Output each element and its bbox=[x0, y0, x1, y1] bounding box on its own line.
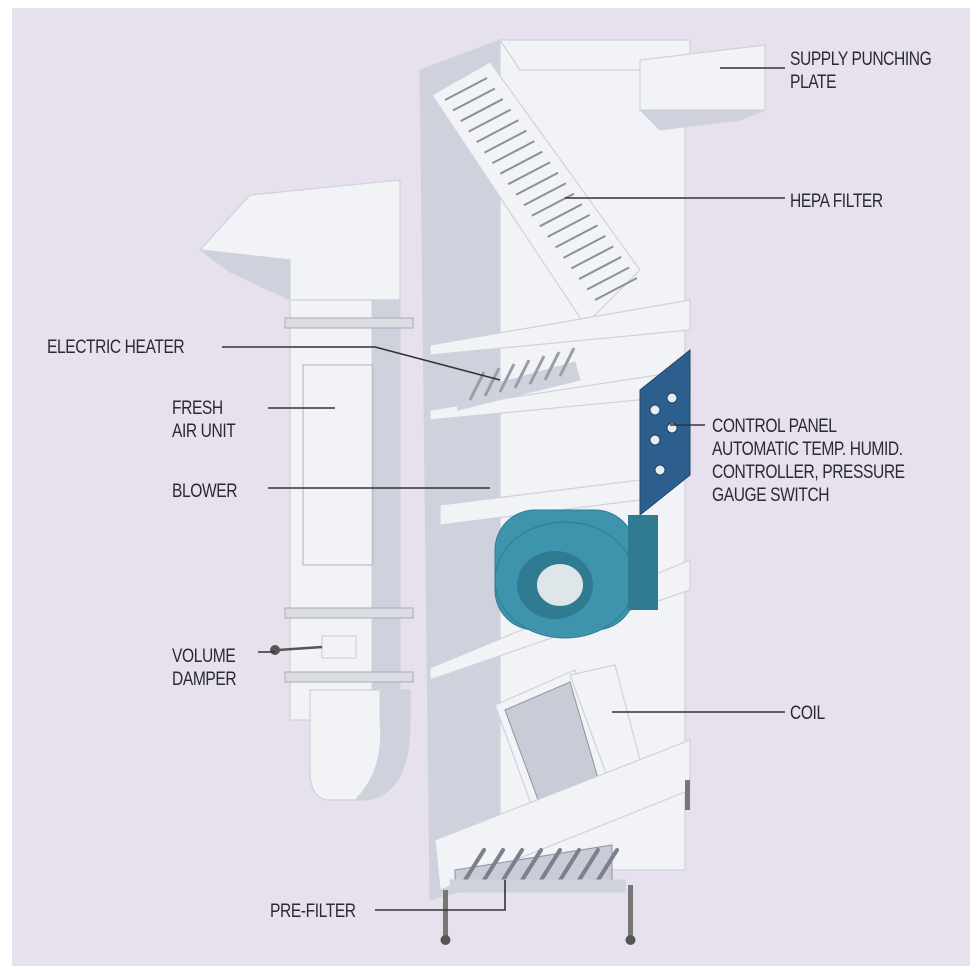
hepa-pleat bbox=[476, 119, 520, 143]
pre-filter-elements bbox=[460, 848, 619, 887]
bottom-base bbox=[449, 879, 626, 893]
hepa-pleat bbox=[562, 235, 606, 259]
leader-pre-filter bbox=[375, 880, 506, 911]
blower-motor bbox=[628, 515, 658, 610]
heater-element bbox=[498, 363, 516, 393]
heater-element bbox=[513, 359, 531, 389]
label-supply-punching-plate-line1: SUPPLY PUNCHING bbox=[790, 49, 932, 70]
pre-filter-element bbox=[555, 848, 581, 887]
pre-filter-element bbox=[517, 848, 543, 887]
leader-electric-heater bbox=[222, 346, 501, 381]
hepa-pleat bbox=[594, 277, 638, 301]
damper-knob bbox=[270, 645, 280, 655]
damper-box bbox=[321, 635, 357, 659]
fresh-air-access-door bbox=[302, 364, 374, 566]
label-volume-damper-line1: VOLUME bbox=[172, 646, 236, 667]
label-control-panel-line1: CONTROL PANEL bbox=[712, 416, 837, 437]
label-fresh-air-unit: FRESH AIR UNIT bbox=[172, 397, 236, 443]
label-fresh-air-unit-line1: FRESH bbox=[172, 398, 223, 419]
leg-front-left bbox=[443, 890, 448, 940]
hepa-pleat bbox=[578, 256, 622, 280]
pre-filter-element bbox=[574, 848, 600, 887]
hepa-pleat bbox=[499, 150, 543, 175]
label-blower: BLOWER bbox=[172, 481, 238, 502]
label-hepa-filter: HEPA FILTER bbox=[790, 191, 883, 212]
heater-element bbox=[483, 367, 501, 397]
leg-front-right bbox=[628, 885, 633, 940]
coil bbox=[494, 664, 641, 816]
pre-filter-element bbox=[593, 848, 619, 887]
pre-filter-element bbox=[460, 848, 486, 887]
label-fresh-air-unit-line2: AIR UNIT bbox=[172, 421, 236, 442]
label-control-panel-line4: GAUGE SWITCH bbox=[712, 485, 830, 506]
hepa-pleat bbox=[515, 171, 559, 196]
control-panel bbox=[639, 348, 691, 517]
label-control-panel-line2: AUTOMATIC TEMP. HUMID. bbox=[712, 439, 903, 460]
heater-element bbox=[528, 355, 546, 385]
label-pre-filter: PRE-FILTER bbox=[270, 901, 356, 922]
pre-filter-element bbox=[479, 848, 505, 887]
electric-heater bbox=[454, 347, 581, 411]
hepa-pleat bbox=[570, 245, 614, 270]
control-panel-face bbox=[639, 348, 691, 517]
hepa-pleat bbox=[547, 213, 591, 238]
supply-punching-plate-side bbox=[638, 109, 766, 131]
hepa-pleat bbox=[460, 98, 504, 122]
hepa-pleat bbox=[586, 266, 630, 291]
fresh-air-elbow-shadow bbox=[353, 689, 411, 801]
panel-gauge bbox=[649, 434, 661, 446]
panel-gauge bbox=[666, 392, 678, 404]
heater-element bbox=[558, 347, 576, 377]
label-supply-punching-plate: SUPPLY PUNCHING PLATE bbox=[790, 48, 932, 94]
hepa-pleat bbox=[555, 224, 598, 249]
hepa-filter-pleats bbox=[444, 77, 638, 301]
hepa-filter bbox=[431, 61, 641, 326]
blower-inlet bbox=[535, 562, 585, 608]
label-volume-damper: VOLUME DAMPER bbox=[172, 645, 237, 691]
leg-rear-right bbox=[685, 780, 690, 810]
heater-element bbox=[468, 371, 486, 401]
hepa-pleat bbox=[484, 129, 527, 154]
fresh-air-flange-mid bbox=[284, 607, 414, 619]
hepa-pleat bbox=[539, 203, 583, 228]
hepa-pleat bbox=[523, 182, 567, 207]
hepa-pleat bbox=[468, 108, 512, 133]
panel-gauge bbox=[649, 404, 661, 416]
fresh-air-flange-low bbox=[284, 671, 414, 683]
blower bbox=[494, 509, 658, 639]
label-supply-punching-plate-line2: PLATE bbox=[790, 72, 837, 93]
leg-foot-right bbox=[625, 935, 636, 945]
fresh-air-duct-side bbox=[371, 299, 401, 721]
label-volume-damper-line2: DAMPER bbox=[172, 669, 237, 690]
label-electric-heater: ELECTRIC HEATER bbox=[47, 337, 185, 358]
hepa-pleat bbox=[491, 140, 535, 165]
label-coil: COIL bbox=[790, 703, 825, 724]
hepa-pleat bbox=[452, 87, 496, 112]
fresh-air-flange-top bbox=[284, 317, 414, 329]
cabinet-legs bbox=[440, 780, 690, 945]
fresh-air-unit bbox=[198, 179, 414, 801]
label-control-panel: CONTROL PANEL AUTOMATIC TEMP. HUMID. CON… bbox=[712, 415, 905, 507]
heater-element bbox=[543, 351, 561, 381]
hepa-pleat bbox=[444, 77, 488, 101]
pre-filter-element bbox=[536, 848, 562, 887]
leader-lines bbox=[222, 67, 785, 911]
panel-gauge bbox=[654, 464, 666, 476]
leg-foot-left bbox=[440, 935, 451, 945]
pre-filter-element bbox=[498, 848, 524, 887]
hepa-pleat bbox=[507, 161, 551, 186]
heater-elements bbox=[468, 347, 576, 401]
pre-filter bbox=[434, 739, 691, 893]
shelf-heater bbox=[429, 299, 691, 356]
damper-rod bbox=[277, 645, 323, 652]
label-control-panel-line3: CONTROLLER, PRESSURE bbox=[712, 462, 905, 483]
